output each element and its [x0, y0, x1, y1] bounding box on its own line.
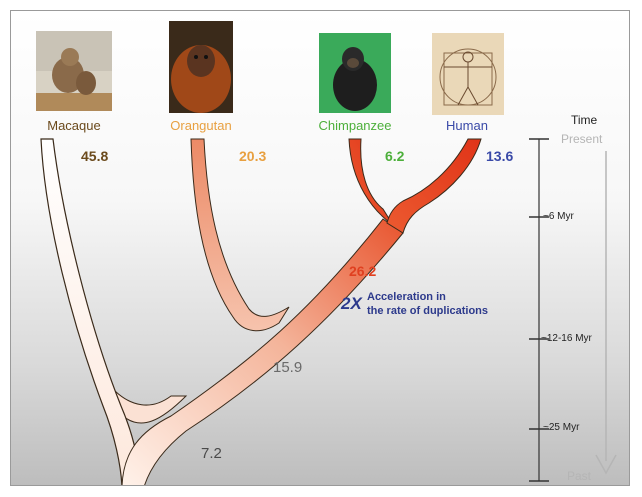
vitruvian-man-drawing	[432, 33, 504, 115]
macaque-branch	[41, 139, 140, 486]
time-title: Time	[571, 113, 597, 127]
human-count: 13.6	[486, 148, 513, 164]
acceleration-line-1: Acceleration in	[367, 290, 446, 304]
tick-6-myr: ~6 Myr	[543, 211, 574, 222]
root-node-value: 7.2	[201, 445, 222, 462]
macaque-count: 45.8	[81, 148, 108, 164]
past-arrow	[596, 151, 616, 473]
species-label-chimpanzee: Chimpanzee	[305, 118, 405, 133]
chimpanzee-count: 6.2	[385, 148, 404, 164]
acceleration-factor: 2X	[341, 294, 362, 314]
tick-12-16-myr: ~12-16 Myr	[541, 333, 592, 344]
species-label-human: Human	[417, 118, 517, 133]
macaque-photo	[36, 31, 112, 111]
tick-25-myr: ~25 Myr	[543, 422, 579, 433]
chimpanzee-photo	[319, 33, 391, 113]
orangutan-count: 20.3	[239, 148, 266, 164]
orangutan-photo	[169, 21, 233, 113]
great-ape-stem	[122, 219, 403, 486]
human-chimp-node-value: 26.2	[349, 263, 376, 279]
acceleration-line-2: the rate of duplications	[367, 304, 488, 318]
figure-frame: Macaque Orangutan Chimpanzee Human 45.8 …	[10, 10, 630, 486]
past-label: Past	[567, 469, 591, 483]
orangutan-branch	[191, 139, 289, 331]
species-label-macaque: Macaque	[24, 118, 124, 133]
present-label: Present	[561, 132, 602, 146]
species-label-orangutan: Orangutan	[151, 118, 251, 133]
great-ape-node-value: 15.9	[273, 359, 302, 376]
